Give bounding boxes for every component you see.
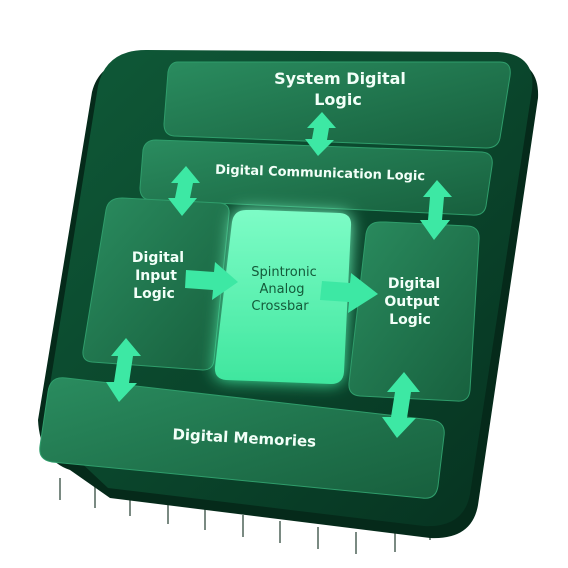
system-digital-logic-line1: System Digital [274,69,406,88]
digital-input-logic-line1: Digital [132,250,184,266]
arrow-input-crossbar [185,262,238,300]
arrow-output-memories [382,372,420,438]
digital-output-logic-line3: Logic [389,312,431,328]
block-digital-communication-logic: Digital Communication Logic [139,139,493,216]
spintronic-analog-crossbar-line2: Analog [260,282,305,297]
digital-output-logic-line1: Digital [388,276,440,292]
arrows [106,112,452,438]
digital-input-logic-line3: Logic [133,286,175,302]
spintronic-analog-crossbar-line1: Spintronic [251,265,316,280]
block-digital-output-logic: Digital Output Logic [348,221,480,402]
arrow-crossbar-output [320,273,378,313]
system-digital-logic-line2: Logic [314,90,362,109]
arrow-system-comm [305,112,336,156]
block-digital-memories: Digital Memories [39,377,445,499]
arrow-input-memories [106,338,141,402]
arrow-comm-input [168,166,200,216]
arrow-comm-output [420,180,452,240]
digital-communication-logic-label: Digital Communication Logic [215,163,425,185]
block-digital-input-logic: Digital Input Logic [82,197,230,371]
block-spintronic-analog-crossbar: Spintronic Analog Crossbar [214,210,352,384]
digital-input-logic-line2: Input [135,268,177,284]
block-system-digital-logic: System Digital Logic [163,61,511,149]
digital-output-logic-line2: Output [384,294,440,310]
spintronic-analog-crossbar-line3: Crossbar [251,299,309,314]
